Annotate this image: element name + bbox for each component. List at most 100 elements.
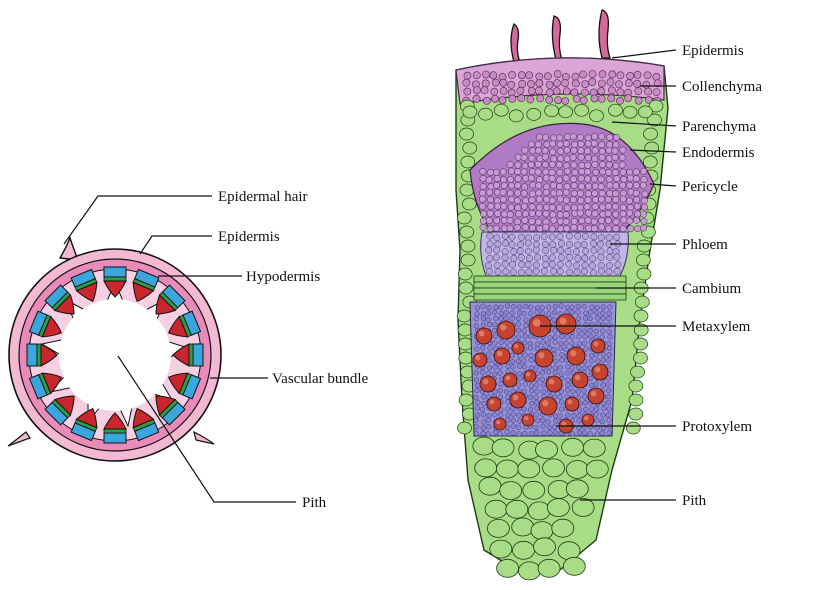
pericycle-cell [620, 211, 626, 217]
protoxylem-cell [540, 305, 545, 310]
pericycle-cell [515, 154, 521, 160]
phloem-cell [598, 268, 604, 274]
pericycle-cell [563, 211, 569, 217]
parenchyma-cell [636, 254, 650, 266]
protoxylem-cell [565, 377, 570, 382]
collenchyma-cell [635, 88, 642, 95]
protoxylem-cell [608, 334, 613, 339]
phloem-cell [487, 233, 493, 239]
collenchyma-cell [598, 80, 605, 87]
phloem-cell [582, 255, 588, 261]
protoxylem-cell [607, 323, 612, 328]
protoxylem-cell [528, 311, 533, 316]
protoxylem-cell [607, 311, 612, 316]
parenchyma-cell [458, 422, 472, 434]
pith-cell [475, 459, 497, 477]
protoxylem-cell [506, 364, 511, 369]
protoxylem-cell [487, 322, 492, 327]
collenchyma-cell [599, 71, 606, 78]
pericycle-cell [535, 161, 541, 167]
phloem-cell [557, 233, 563, 239]
protoxylem-cell [595, 418, 600, 423]
parenchyma-cell [462, 198, 476, 210]
protoxylem-cell [577, 418, 582, 423]
protoxylem-cell [529, 305, 534, 310]
protoxylem-cell [570, 389, 575, 394]
protoxylem-cell [475, 383, 480, 388]
pericycle-cell [486, 189, 492, 195]
collenchyma-cell [528, 87, 535, 94]
collenchyma-cell [554, 97, 561, 104]
protoxylem-cell [505, 407, 510, 412]
collenchyma-cell [589, 78, 596, 85]
bundle-cambium [104, 429, 126, 433]
metaxylem-highlight [526, 372, 530, 376]
protoxylem-cell [522, 359, 527, 364]
phloem-cells [485, 233, 621, 276]
pericycle-cell [564, 168, 570, 174]
pericycle-cell [563, 175, 569, 181]
parenchyma-cell [459, 394, 473, 406]
phloem-cell [533, 268, 539, 274]
protoxylem-cell [588, 310, 593, 315]
protoxylem-cell [559, 372, 564, 377]
pericycle-cell [494, 217, 500, 223]
protoxylem-cell [565, 383, 570, 388]
phloem-cell [551, 268, 557, 274]
protoxylem-cell [492, 328, 497, 333]
pericycle-cell [535, 147, 541, 153]
protoxylem-cell [504, 316, 509, 321]
parenchyma-cell [479, 108, 493, 120]
metaxylem-highlight [524, 416, 528, 420]
protoxylem-cell [529, 431, 534, 436]
protoxylem-cell [553, 304, 558, 309]
pith-cell [543, 459, 565, 477]
protoxylem-cell [522, 364, 527, 369]
protoxylem-cell [476, 400, 481, 405]
parenchyma-cell [634, 310, 648, 322]
pericycle-cell [515, 205, 521, 211]
protoxylem-cell [546, 305, 551, 310]
protoxylem-cell [576, 365, 581, 370]
pericycle-cell [501, 182, 507, 188]
metaxylem-vessel [572, 372, 588, 388]
pericycle-cell [585, 197, 591, 203]
pith-cell [479, 477, 501, 495]
bundle-phloem [27, 344, 37, 366]
pericycle-cell [528, 162, 534, 168]
protoxylem-cell [510, 359, 515, 364]
pericycle-cell [551, 217, 557, 223]
pericycle-cell [557, 196, 563, 202]
pericycle-cell [549, 140, 555, 146]
protoxylem-cell [494, 305, 499, 310]
collenchyma-cell [653, 89, 660, 96]
phloem-cell [613, 234, 619, 240]
pericycle-cell [536, 134, 542, 140]
protoxylem-cell [570, 365, 575, 370]
pericycle-cell [529, 197, 535, 203]
protoxylem-cell [517, 376, 522, 381]
collenchyma-cell [617, 72, 624, 79]
pericycle-cell [585, 191, 591, 197]
metaxylem-highlight [584, 416, 588, 420]
protoxylem-cell [607, 316, 612, 321]
pericycle-cell [599, 142, 605, 148]
protoxylem-cell [474, 418, 479, 423]
phloem-cell [549, 261, 555, 267]
protoxylem-cell [481, 394, 486, 399]
collenchyma-cell [526, 72, 533, 79]
pericycle-cell [521, 190, 527, 196]
collenchyma-cell [615, 81, 622, 88]
protoxylem-cell [474, 347, 479, 352]
protoxylem-cell [565, 413, 570, 418]
pericycle-cell [606, 162, 612, 168]
parenchyma-cell [629, 380, 643, 392]
pericycle-cell [522, 211, 528, 217]
phloem-cell [534, 254, 540, 260]
protoxylem-cell [546, 341, 551, 346]
pericycle-cell [627, 182, 633, 188]
protoxylem-cell [481, 412, 486, 417]
protoxylem-cell [505, 413, 510, 418]
pericycle-cell [570, 133, 576, 139]
protoxylem-cell [595, 359, 600, 364]
